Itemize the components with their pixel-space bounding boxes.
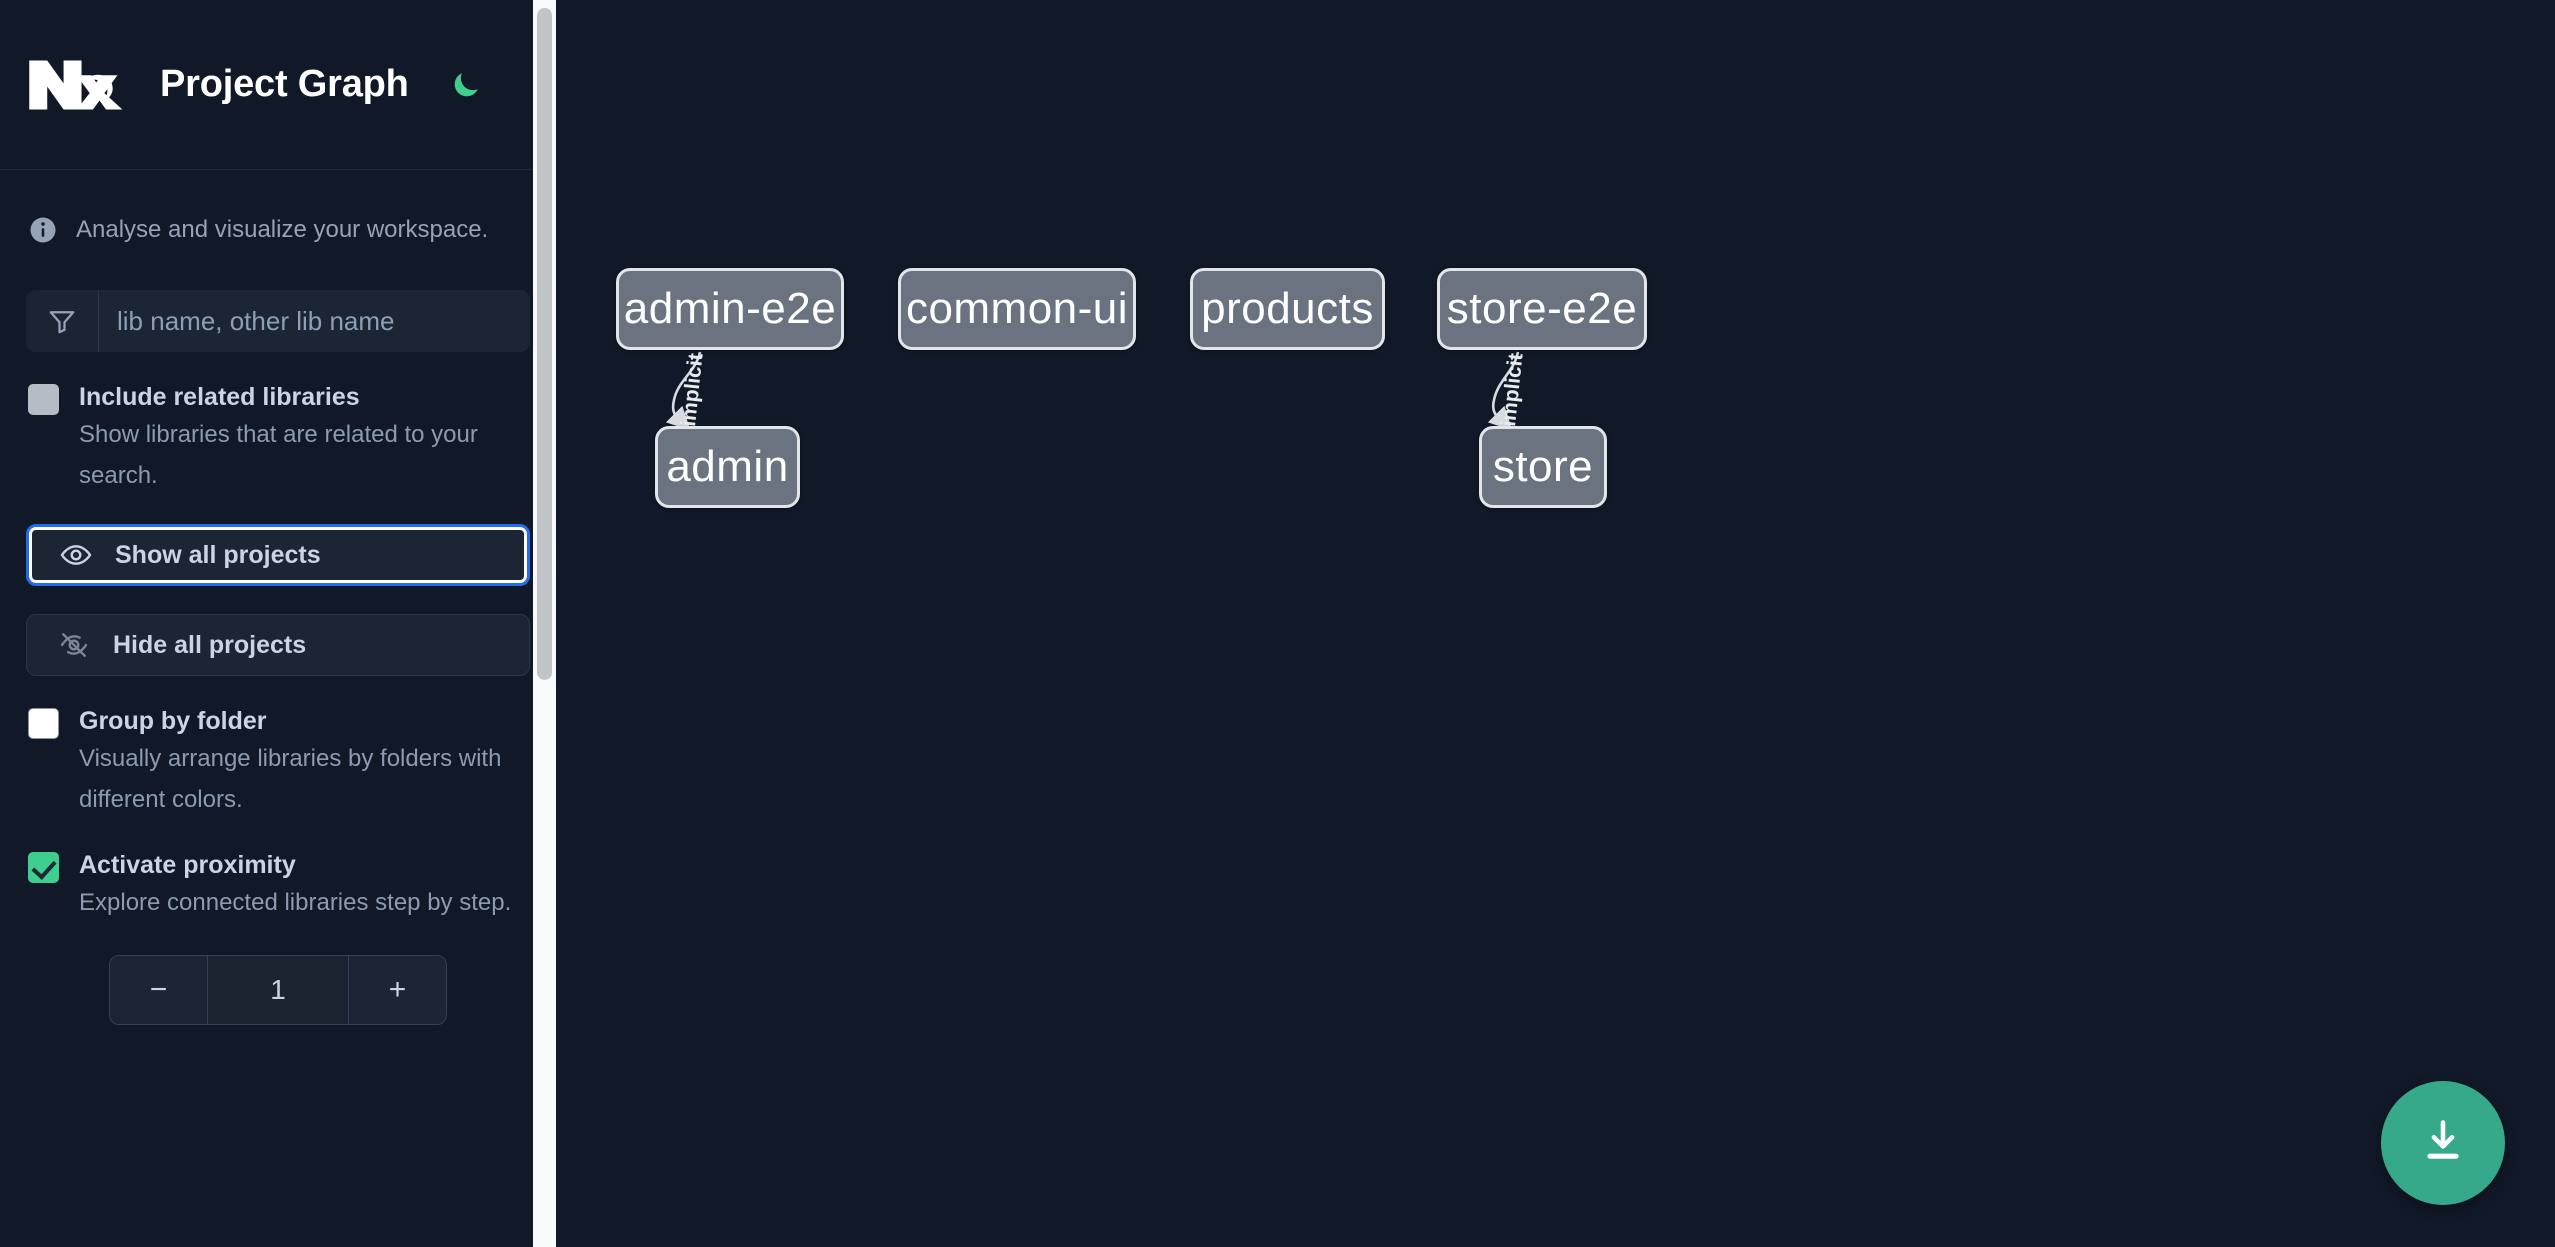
option-label: Activate proximity [79, 851, 296, 879]
graph-node-admin-e2e[interactable]: admin-e2e [616, 268, 844, 350]
info-circle-icon [28, 215, 58, 245]
activate-proximity-checkbox[interactable] [28, 852, 59, 883]
option-text-block: Include related libraries Show libraries… [79, 380, 530, 496]
graph-node-store-e2e[interactable]: store-e2e [1437, 268, 1647, 350]
proximity-value: 1 [208, 956, 348, 1024]
proximity-increment-button[interactable]: + [348, 956, 446, 1024]
proximity-stepper-wrap: − 1 + [26, 955, 530, 1025]
sidebar-panel: Include related libraries Show libraries… [0, 290, 556, 1025]
moon-icon[interactable] [445, 64, 487, 106]
sidebar-scrollbar-track[interactable] [533, 0, 556, 1247]
sidebar: Project Graph Analyse and visualize your… [0, 0, 556, 1247]
nx-logo-icon [26, 57, 124, 113]
option-group-by-folder[interactable]: Group by folder Visually arrange librari… [26, 704, 530, 820]
hide-all-projects-label: Hide all projects [113, 630, 307, 659]
graph-edge-label-store: implicit [1496, 352, 1528, 428]
option-description: Visually arrange libraries by folders wi… [79, 745, 502, 813]
group-by-folder-checkbox[interactable] [28, 708, 59, 739]
filter-funnel-icon [26, 290, 99, 352]
search-field[interactable] [26, 290, 530, 352]
include-related-libraries-checkbox[interactable] [28, 384, 59, 415]
graph-edges [665, 351, 1520, 431]
graph-node-label: common-ui [905, 284, 1129, 333]
download-image-button[interactable] [2381, 1081, 2505, 1205]
sidebar-header: Project Graph [0, 0, 556, 170]
graph-node-label: store-e2e [1446, 284, 1638, 333]
graph-node-label: admin-e2e [623, 284, 837, 333]
hide-all-projects-button[interactable]: Hide all projects [26, 614, 530, 676]
show-all-projects-button[interactable]: Show all projects [26, 524, 530, 586]
page-title: Project Graph [160, 63, 409, 105]
graph-edge-label-admin: implicit [676, 352, 708, 428]
workspace-info-text: Analyse and visualize your workspace. [76, 216, 489, 243]
show-all-projects-label: Show all projects [115, 540, 321, 569]
download-icon [2417, 1115, 2469, 1172]
eye-off-icon [57, 628, 91, 662]
option-text-block: Activate proximity Explore connected lib… [79, 848, 511, 923]
workspace-info: Analyse and visualize your workspace. [0, 170, 556, 260]
graph-node-products[interactable]: products [1190, 268, 1385, 350]
proximity-stepper[interactable]: − 1 + [109, 955, 447, 1025]
option-label: Include related libraries [79, 383, 360, 411]
option-activate-proximity[interactable]: Activate proximity Explore connected lib… [26, 848, 530, 923]
option-text-block: Group by folder Visually arrange librari… [79, 704, 530, 820]
graph-node-store[interactable]: store [1479, 426, 1607, 508]
graph-node-common-ui[interactable]: common-ui [898, 268, 1136, 350]
graph-node-label: store [1492, 442, 1594, 491]
graph-node-label: products [1201, 284, 1374, 333]
search-input[interactable] [99, 290, 530, 352]
sidebar-scrollbar-thumb[interactable] [537, 8, 552, 680]
graph-canvas[interactable]: admin-e2e common-ui products store-e2e a… [556, 0, 2555, 1247]
option-include-related-libraries[interactable]: Include related libraries Show libraries… [26, 380, 530, 496]
option-label: Group by folder [79, 707, 267, 735]
option-description: Show libraries that are related to your … [79, 421, 478, 489]
eye-icon [59, 538, 93, 572]
proximity-decrement-button[interactable]: − [110, 956, 208, 1024]
graph-node-label: admin [666, 442, 789, 491]
option-description: Explore connected libraries step by step… [79, 889, 512, 916]
graph-node-admin[interactable]: admin [655, 426, 800, 508]
